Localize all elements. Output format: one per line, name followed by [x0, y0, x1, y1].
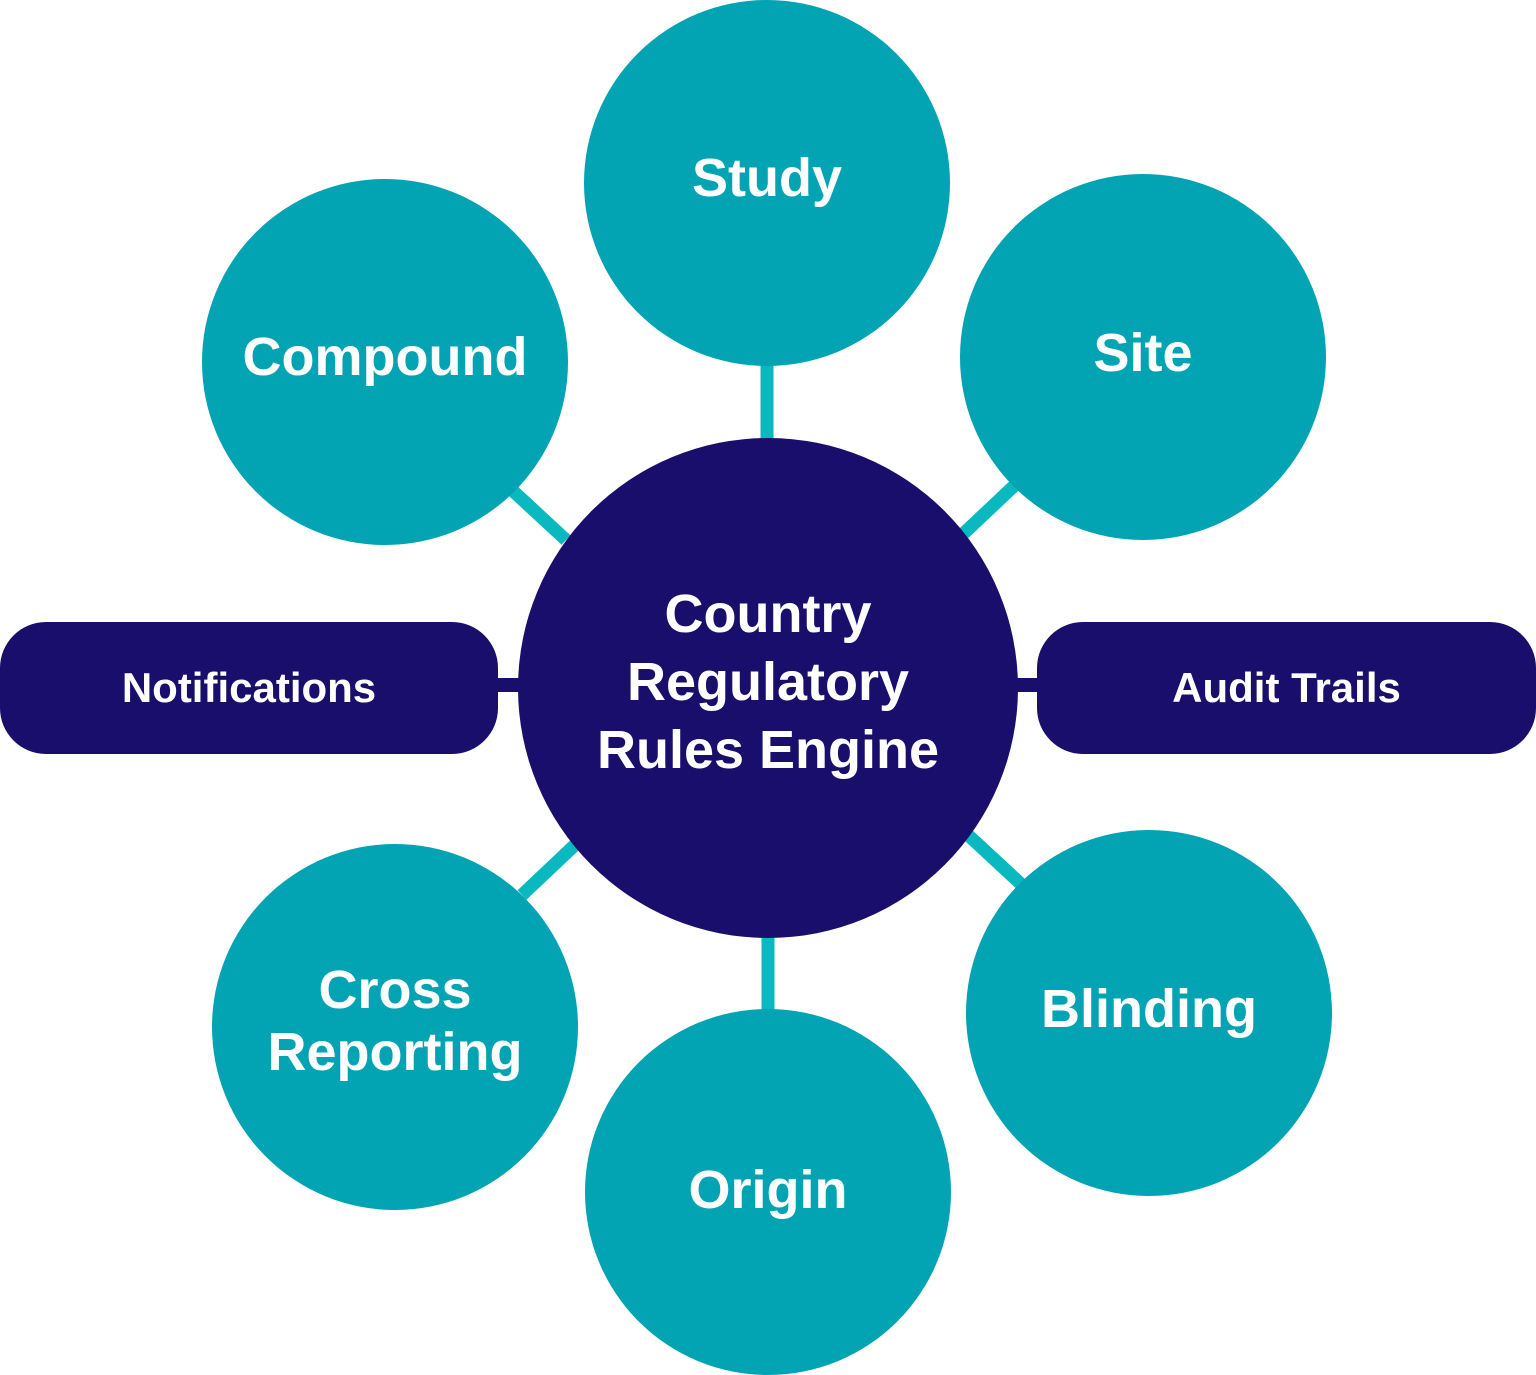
connector-compound: [507, 485, 571, 545]
connector-blinding: [963, 830, 1027, 890]
connector-cross-reporting: [517, 838, 582, 900]
center-node: Country Regulatory Rules Engine: [518, 438, 1018, 938]
pill-audit-trails: Audit Trails: [1037, 622, 1536, 754]
node-blinding: Blinding: [966, 830, 1332, 1196]
pill-notifications-label: Notifications: [121, 664, 377, 711]
pill-notifications: Notifications: [0, 622, 498, 754]
node-site-label: Site: [1093, 323, 1193, 383]
node-study-label: Study: [691, 148, 842, 208]
center-node-label: Country Regulatory Rules Engine: [596, 584, 940, 780]
node-compound: Compound: [202, 179, 568, 545]
node-study: Study: [584, 0, 950, 366]
node-compound-label: Compound: [242, 327, 528, 387]
node-cross-reporting-label: Cross Reporting: [267, 960, 523, 1082]
node-origin: Origin: [585, 1009, 951, 1375]
node-blinding-label: Blinding: [1041, 979, 1257, 1039]
node-site: Site: [960, 174, 1326, 540]
node-origin-label: Origin: [688, 1160, 848, 1220]
pill-audit-trails-label: Audit Trails: [1172, 664, 1401, 711]
connector-site: [957, 480, 1020, 540]
node-cross-reporting: Cross Reporting: [212, 844, 578, 1210]
